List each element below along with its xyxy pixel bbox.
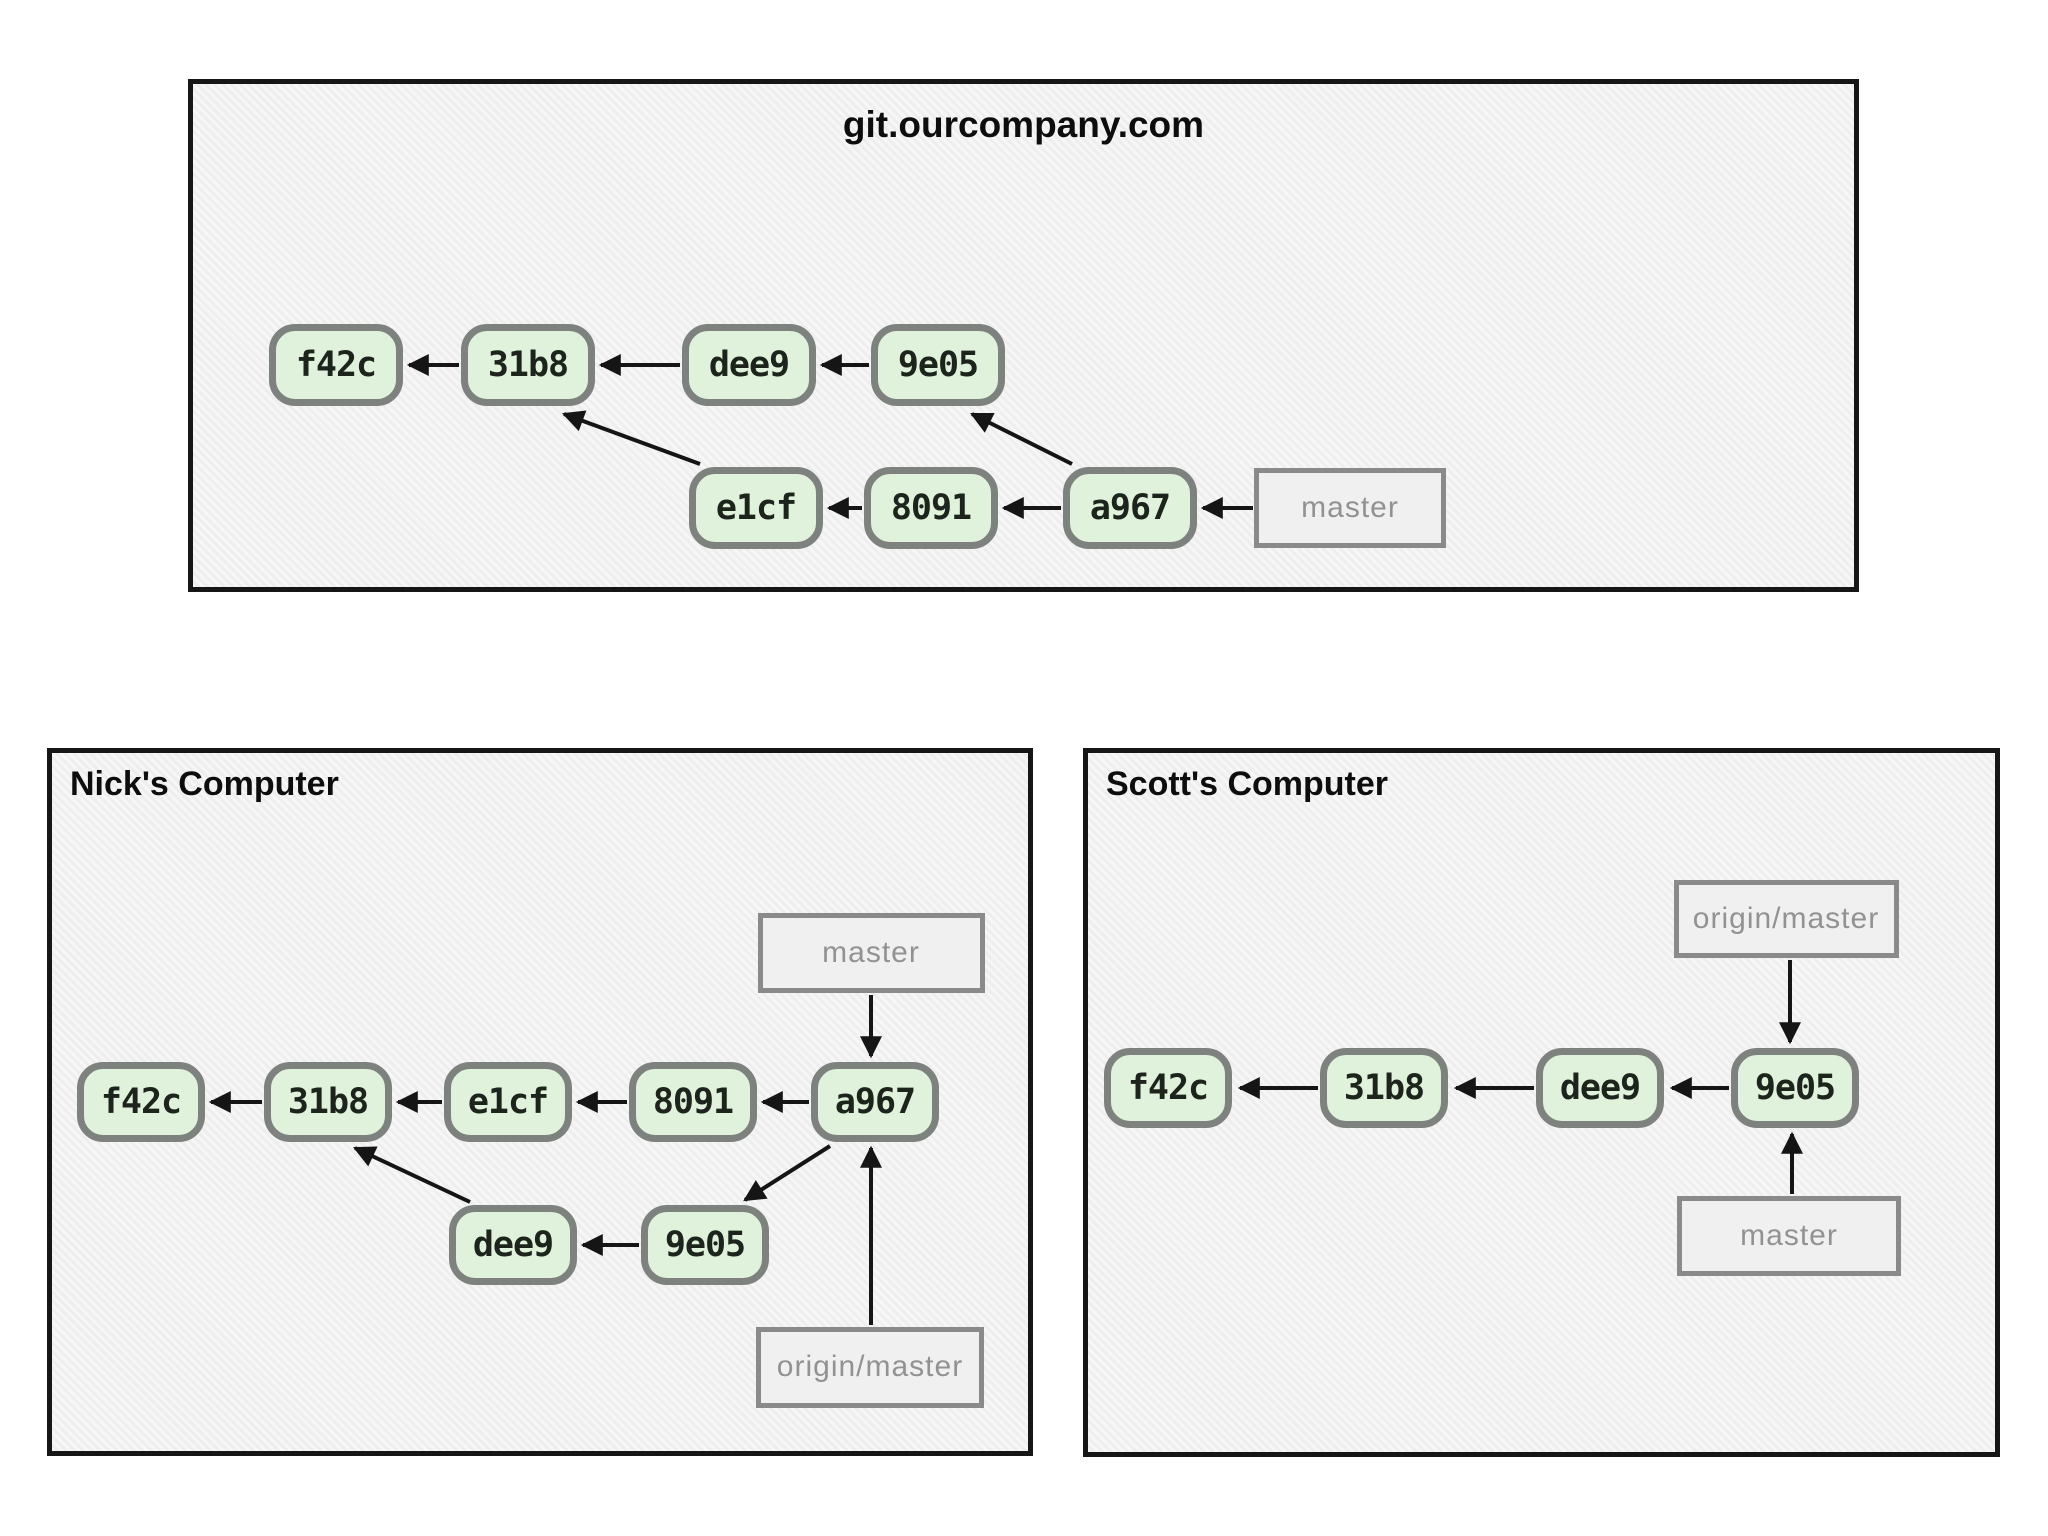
commit-node-f42c: f42c <box>1104 1048 1232 1128</box>
branch-ref-master: master <box>1677 1196 1901 1276</box>
commit-label: 8091 <box>890 488 972 528</box>
commit-label: f42c <box>295 345 377 385</box>
commit-label: 9e05 <box>1754 1068 1836 1108</box>
commit-label: f42c <box>1127 1068 1209 1108</box>
panel-title-scotts-computer: Scott's Computer <box>1106 765 1388 803</box>
commit-label: 31b8 <box>287 1082 369 1122</box>
commit-node-a967: a967 <box>1063 467 1197 549</box>
commit-label: a967 <box>1089 488 1171 528</box>
commit-label: f42c <box>100 1082 182 1122</box>
commit-label: 31b8 <box>1343 1068 1425 1108</box>
commit-node-8091: 8091 <box>629 1062 757 1142</box>
commit-node-dee9: dee9 <box>1536 1048 1664 1128</box>
commit-node-31b8: 31b8 <box>1320 1048 1448 1128</box>
commit-node-31b8: 31b8 <box>461 324 595 406</box>
panel-server-repo: git.ourcompany.com <box>188 79 1859 592</box>
commit-node-8091: 8091 <box>864 467 998 549</box>
commit-label: dee9 <box>1559 1068 1641 1108</box>
commit-node-f42c: f42c <box>77 1062 205 1142</box>
commit-node-9e05: 9e05 <box>641 1205 769 1285</box>
branch-ref-label: master <box>1301 491 1399 524</box>
commit-node-dee9: dee9 <box>682 324 816 406</box>
commit-label: dee9 <box>708 345 790 385</box>
branch-ref-label: origin/master <box>1692 902 1880 935</box>
branch-ref-label: master <box>822 936 920 969</box>
commit-node-e1cf: e1cf <box>689 467 823 549</box>
commit-label: 9e05 <box>664 1225 746 1265</box>
branch-ref-master: master <box>757 913 985 993</box>
panel-title-server-repo: git.ourcompany.com <box>842 104 1205 145</box>
commit-label: 31b8 <box>487 345 569 385</box>
commit-label: a967 <box>834 1082 916 1122</box>
commit-label: 9e05 <box>897 345 979 385</box>
commit-node-a967: a967 <box>811 1062 939 1142</box>
branch-ref-label: master <box>1740 1219 1838 1252</box>
commit-label: e1cf <box>467 1082 549 1122</box>
commit-node-9e05: 9e05 <box>871 324 1005 406</box>
branch-ref-master: master <box>1254 468 1446 548</box>
commit-node-31b8: 31b8 <box>264 1062 392 1142</box>
commit-label: 8091 <box>652 1082 734 1122</box>
commit-label: dee9 <box>472 1225 554 1265</box>
panel-title-nicks-computer: Nick's Computer <box>70 765 339 803</box>
commit-node-9e05: 9e05 <box>1731 1048 1859 1128</box>
commit-node-e1cf: e1cf <box>444 1062 572 1142</box>
branch-ref-origin-master: origin/master <box>1673 880 1899 958</box>
branch-ref-origin-master: origin/master <box>756 1326 984 1408</box>
commit-label: e1cf <box>715 488 797 528</box>
branch-ref-label: origin/master <box>776 1350 964 1383</box>
commit-node-dee9: dee9 <box>449 1205 577 1285</box>
commit-node-f42c: f42c <box>269 324 403 406</box>
